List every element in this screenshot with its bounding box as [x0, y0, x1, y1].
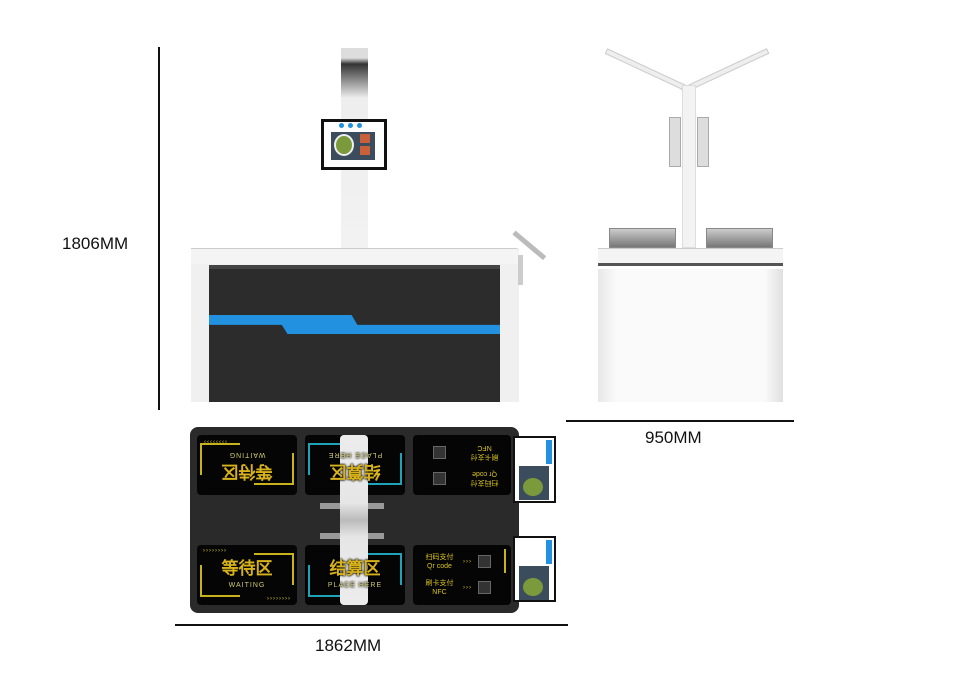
payment-zone-top: 扫码支付 Qr code 刷卡支付 NFC: [413, 435, 511, 495]
width-label: 1862MM: [315, 636, 382, 655]
side-screen-top: [513, 436, 556, 503]
nfc-en: NFC: [432, 589, 447, 596]
y-arm-left: [604, 48, 694, 94]
arrows: ›››: [463, 585, 472, 591]
height-label: 1806MM: [62, 234, 129, 253]
tray-right: [706, 228, 773, 248]
nfc-en: NFC: [477, 444, 492, 451]
nfc-cn: 刷卡支付: [470, 453, 499, 460]
side-counter-body: [598, 269, 783, 402]
side-pole: [682, 85, 696, 248]
depth-dimension-line: [566, 420, 794, 422]
top-view-panel: 等待区 WAITING ›››››››› 扫码支付 Qr code 刷卡支付 NFC…: [190, 427, 519, 613]
place-zone-top-labels: 结算区 PLACE HERE: [305, 435, 405, 495]
place-cn: 结算区: [329, 559, 381, 578]
counter-top: [191, 248, 519, 264]
tray-left: [609, 228, 676, 248]
qr-reader-icon: [433, 472, 446, 485]
place-en: PLACE HERE: [327, 451, 383, 458]
tablet-arm: [518, 255, 523, 285]
arrows: ››››››››: [203, 438, 227, 444]
qr-en: Qr code: [427, 563, 452, 570]
waiting-en: WAITING: [228, 582, 266, 589]
stripe-dots: [213, 325, 219, 331]
place-cn: 结算区: [329, 462, 381, 481]
qr-en: Qr code: [472, 470, 497, 477]
side-screen-bottom: [513, 536, 556, 602]
nfc-reader-icon: [478, 581, 491, 594]
nfc-reader-icon: [433, 446, 446, 459]
qr-cn: 扫码支付: [470, 479, 499, 486]
center-pole-top-view: [340, 435, 368, 605]
waiting-cn: 等待区: [221, 462, 273, 481]
waiting-cn: 等待区: [221, 559, 273, 578]
place-zone-bottom-labels: 结算区 PLACE HERE: [305, 545, 405, 605]
arrows: ››››››››: [203, 548, 227, 554]
qr-reader-icon: [478, 555, 491, 568]
monitor: [321, 119, 387, 170]
waiting-zone-bottom: ›››››››› 等待区 WAITING ››››››››: [197, 545, 297, 605]
payment-zone-bottom: 扫码支付 Qr code 刷卡支付 NFC ››› ›››: [413, 545, 511, 605]
side-monitor-left: [669, 117, 681, 167]
nfc-cn: 刷卡支付: [425, 580, 454, 587]
waiting-zone-top: 等待区 WAITING ››››››››: [197, 435, 297, 495]
arrows: ›››: [463, 559, 472, 565]
side-monitor-right: [697, 117, 709, 167]
arrows: ››››››››: [267, 596, 291, 602]
depth-label: 950MM: [645, 428, 702, 447]
width-dimension-line: [175, 624, 568, 626]
place-en: PLACE HERE: [327, 582, 383, 589]
waiting-en: WAITING: [228, 451, 266, 458]
qr-cn: 扫码支付: [425, 554, 454, 561]
height-dimension-line: [158, 47, 160, 410]
side-counter-top: [598, 248, 783, 266]
